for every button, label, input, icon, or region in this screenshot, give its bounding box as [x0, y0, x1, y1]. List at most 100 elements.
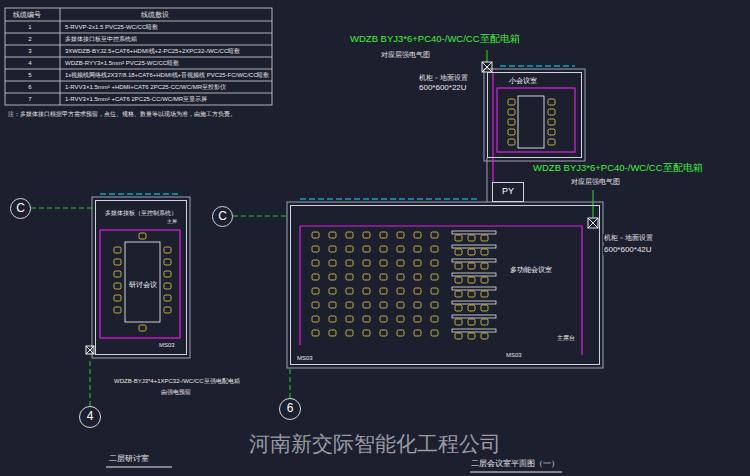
chair-symbol: [397, 316, 404, 322]
chair-symbol: [397, 302, 404, 308]
conference-table: [518, 96, 544, 148]
chair-symbol: [481, 249, 488, 255]
chair-symbol: [380, 302, 387, 308]
chair-symbol: [431, 232, 438, 238]
chair-symbol: [397, 232, 404, 238]
room-name: 4: [86, 410, 95, 423]
plan-annotation: MS03: [158, 342, 176, 349]
plan-annotation: 多媒体接板（至控制系统）: [104, 210, 178, 217]
chair-symbol: [481, 319, 488, 325]
desk-symbol: [452, 273, 496, 276]
chair-symbol: [329, 246, 336, 252]
chair-symbol: [139, 233, 146, 239]
chair-symbol: [431, 316, 438, 322]
chair-symbol: [455, 249, 462, 255]
desk-symbol: [452, 287, 496, 290]
plan-annotation: MS03: [296, 355, 314, 362]
table-row-number: 4: [27, 60, 32, 67]
chair-symbol: [329, 232, 336, 238]
plan-annotation: WDZB BYJ3*6+PC40-/WC/CC至配电箱: [532, 163, 704, 173]
plan-annotation: 二层研讨室: [108, 455, 150, 464]
grid-bubble: 4: [79, 406, 101, 428]
chair-symbol: [455, 235, 462, 241]
chair-symbol: [455, 333, 462, 339]
plan-annotation: 600*600*42U: [603, 246, 653, 255]
table-row-number: 5: [27, 72, 32, 79]
chair-symbol: [329, 288, 336, 294]
chair-symbol: [455, 305, 462, 311]
table-header: 线缆编号: [12, 11, 42, 18]
chair-symbol: [397, 274, 404, 280]
grid-lines: [31, 208, 290, 406]
drawing-caption: 河南新交际智能化工程公司: [248, 432, 502, 455]
plan-annotation: 主屏: [166, 219, 178, 225]
equipment-box: PY: [492, 182, 524, 202]
table-cell: 1-RVV3×1.5mm² +HDMI+CAT6 2PC25-CC/WC/MR至…: [64, 84, 227, 91]
chair-symbol: [346, 274, 353, 280]
table-cell: WDZB-RYY3×1.5mm² PVC25-WC/CC暗敷: [64, 60, 180, 67]
chair-symbol: [414, 246, 421, 252]
plan-annotation: 机柜－地面设置: [418, 74, 469, 82]
chair-symbol: [468, 263, 475, 269]
chair-symbol: [312, 302, 319, 308]
chair-symbol: [380, 246, 387, 252]
grid-bubble: C: [212, 206, 233, 227]
chair-symbol: [312, 246, 319, 252]
chair-symbol: [414, 260, 421, 266]
chair-symbol: [508, 129, 515, 135]
plan-annotation: 由强电预留: [160, 389, 192, 396]
chair-symbol: [312, 288, 319, 294]
cabinets: [86, 62, 598, 354]
chair-symbol: [329, 260, 336, 266]
plan-annotation: 对应层强电气图: [570, 178, 621, 186]
room-name: 多功能会议室: [509, 266, 553, 273]
chair-symbol: [346, 246, 353, 252]
chair-symbol: [329, 316, 336, 322]
chair-symbol: [164, 295, 171, 301]
chair-symbol: [164, 259, 171, 265]
room-name: 6: [286, 402, 295, 415]
chair-symbol: [455, 319, 462, 325]
chair-symbol: [508, 109, 515, 115]
chair-symbol: [114, 283, 121, 289]
chair-symbol: [363, 232, 370, 238]
desk-symbol: [452, 301, 496, 304]
table-row-number: 2: [27, 36, 32, 43]
table-cell: 5-RVVP-2x1.5 PVC25-WC/CC暗敷: [64, 24, 159, 31]
plan-annotation: WDZB BYJ3*6+PC40-/WC/CC至配电箱: [349, 34, 521, 44]
chair-symbol: [363, 330, 370, 336]
chair-symbol: [329, 302, 336, 308]
chair-symbol: [114, 259, 121, 265]
chair-symbol: [431, 260, 438, 266]
chair-symbol: [508, 139, 515, 145]
table-row-number: 1: [27, 24, 32, 31]
chair-symbol: [548, 129, 555, 135]
room-name: C: [217, 210, 228, 223]
chair-symbol: [481, 291, 488, 297]
chair-symbol: [468, 333, 475, 339]
chair-symbol: [455, 263, 462, 269]
room-name: 研讨会议: [128, 281, 158, 288]
desk-symbol: [452, 259, 496, 262]
chair-symbol: [548, 139, 555, 145]
chair-symbol: [114, 295, 121, 301]
chair-symbol: [363, 260, 370, 266]
chair-symbol: [114, 307, 121, 313]
chair-symbol: [481, 305, 488, 311]
chair-symbol: [414, 232, 421, 238]
chair-symbol: [312, 274, 319, 280]
power-leaders: [487, 50, 593, 218]
chair-symbol: [164, 271, 171, 277]
chair-symbol: [312, 232, 319, 238]
chair-symbol: [164, 283, 171, 289]
table-row-number: 3: [27, 48, 32, 55]
table-cell: 1-RVV3×1.5mm² +CAT6 2PC25-CC/WC/MR至显示屏: [64, 96, 208, 103]
table-row-number: 6: [27, 84, 32, 91]
chair-symbol: [548, 99, 555, 105]
chair-symbol: [455, 277, 462, 283]
chair-symbol: [468, 305, 475, 311]
plan-annotation: WDZB-BYJ3*4+1XPC32-/WC/CC至强电配电箱: [113, 378, 241, 385]
grid-bubble: 6: [279, 398, 301, 420]
table-note: 注：多媒体接口根据甲方需求预留，点位、规格、数量等以现场为准，由施工方负责。: [7, 111, 237, 117]
table-cell: 1x视频线网络线2X37/8.18+CAT6+HDMI线+音视频线 PVC25-…: [64, 72, 270, 79]
